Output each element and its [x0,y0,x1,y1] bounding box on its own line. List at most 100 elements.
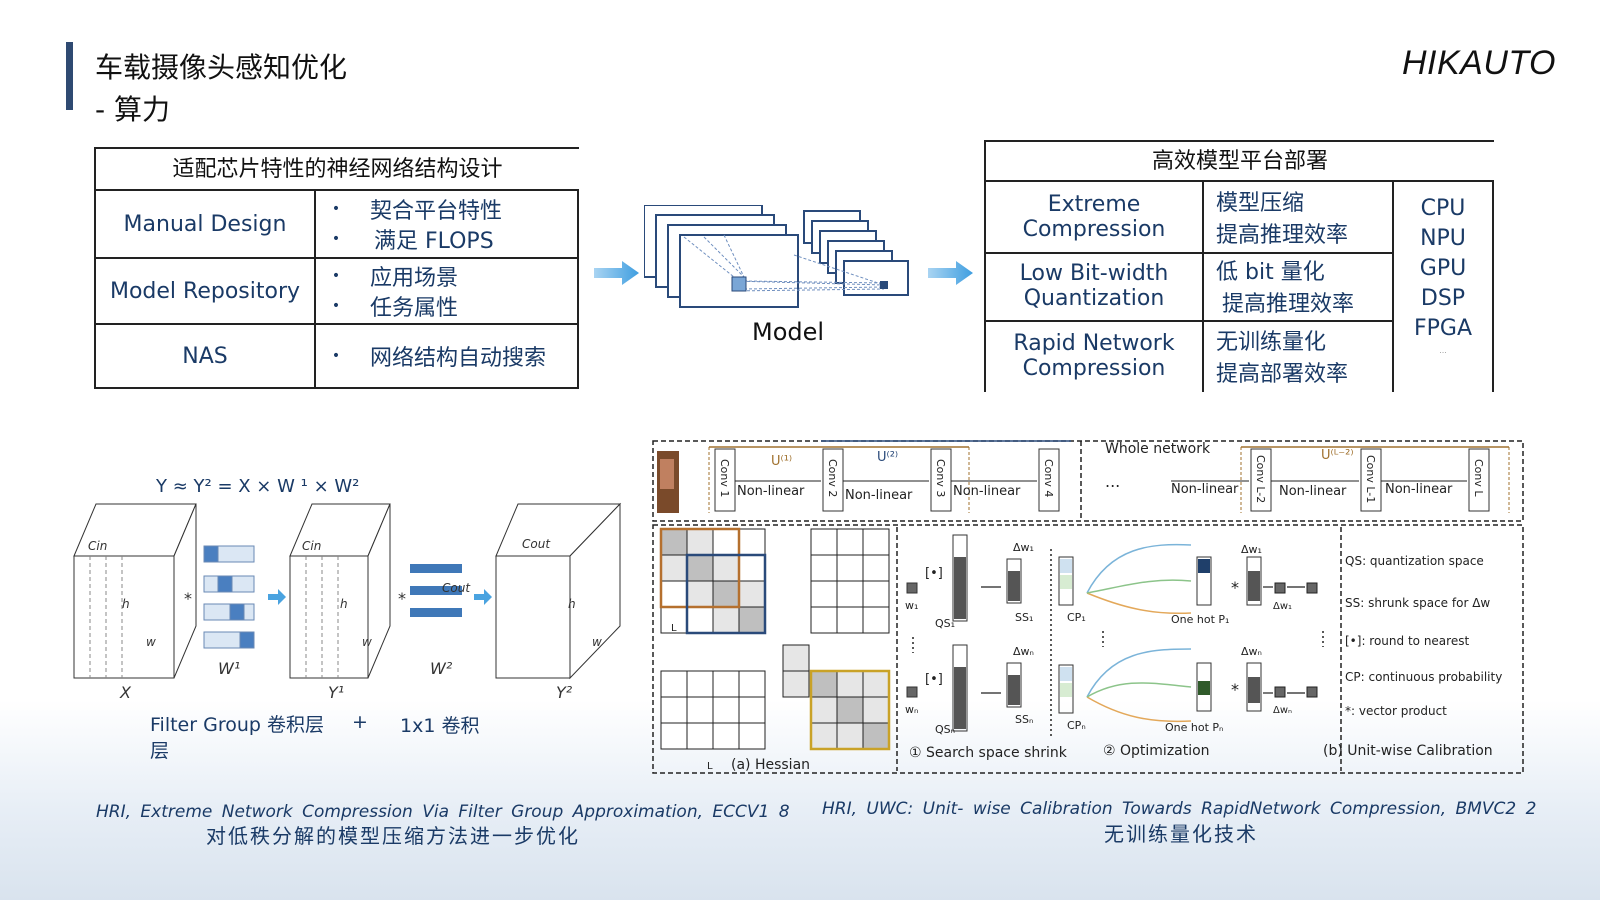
dwn-label: Δwₙ [1013,645,1034,658]
hessian-cell [836,528,864,556]
hessian-cell [836,554,864,582]
design-table-header: 适配芯片特性的神经网络结构设计 [94,147,579,189]
row-divider [986,320,1394,322]
vector-product-symbol: * [1231,578,1239,597]
method-desc: 模型压缩提高推理效率 [1204,182,1394,252]
legend-item: QS: quantization space [1345,554,1484,568]
bullet-icon: • [331,201,341,217]
hessian-cell [686,528,714,556]
h-label: h [122,597,130,611]
filter-group-caption: Filter Group 卷积层 [150,714,324,736]
hessian-cell [712,670,740,698]
bullet-icon: • [331,298,341,314]
hessian-cell [712,696,740,724]
round-symbol: [•] [925,566,943,581]
ss1-label: SS₁ [1015,611,1033,624]
u2-label: U⁽²⁾ [877,450,898,465]
hessian-grid [659,527,891,751]
hessian-cell [836,696,864,724]
hessian-cell [836,580,864,608]
conv-label: Conv L-1 [1364,455,1377,503]
panel-b2-label: ② Optimization [1103,743,1210,759]
hessian-cell [738,554,766,582]
hessian-cell [810,528,838,556]
nonlinear-label: Non-linear [737,484,805,499]
hessian-block-outline [809,669,891,751]
bullet-icon: • [331,348,341,364]
row-name: Model Repository [96,259,316,323]
design-row-manual: Manual Design •契合平台特性 •满足 FLOPS [94,189,579,257]
cin-label: Cin [88,539,107,553]
filter-group-caption-wrap: 层 [150,740,170,762]
cp1-label: CP₁ [1067,611,1086,624]
subtitle-right: 无训练量化技术 [1104,822,1258,846]
uwc-figure: U⁽¹⁾ U⁽²⁾ U⁽ᴸ⁻²⁾ Whole network ... Conv … [652,440,1524,774]
hessian-cell [862,606,890,634]
hessian-cell [836,670,864,698]
qs1-label: QS₁ [935,617,955,630]
nonlinear-label: Non-linear [1279,484,1347,499]
w-label: w [592,635,602,649]
w-label: w [146,635,156,649]
title-accent-bar [66,42,73,110]
hardware-item: DSP [1420,286,1466,311]
deployment-table-header: 高效模型平台部署 [984,140,1494,180]
hessian-cell [810,670,838,698]
nonlinear-label: Non-linear [1385,482,1453,497]
design-row-nas: NAS •网络结构自动搜索 [94,323,579,389]
model-network-graphic [644,205,909,308]
onehot1-label: One hot P₁ [1171,613,1229,626]
design-row-repository: Model Repository •应用场景 •任务属性 [94,257,579,323]
bullet-item: •网络结构自动搜索 [316,341,577,371]
legend-item: [•]: round to nearest [1345,634,1469,648]
dw1-label: Δw₁ [1273,601,1292,612]
method-desc: 无训练量化提高部署效率 [1204,320,1394,392]
dwn-label: Δwₙ [1273,705,1292,716]
hessian-cell [660,528,688,556]
ul2-label: U⁽ᴸ⁻²⁾ [1321,448,1354,463]
bullet-icon: • [331,231,341,247]
method-desc: 低 bit 量化提高推理效率 [1204,252,1394,320]
cin-label: Cin [302,539,321,553]
w-label: w [362,635,372,649]
hardware-item: FPGA [1413,316,1473,341]
conv1x1-caption: 1x1 卷积 [400,715,480,737]
bullet-item: •契合平台特性 [316,194,577,224]
hessian-cell [686,606,714,634]
hessian-cell [862,696,890,724]
hessian-cell [686,670,714,698]
row-name: NAS [96,325,316,387]
hessian-cell [782,644,810,672]
hessian-cell [836,722,864,750]
hessian-cell [836,606,864,634]
hessian-cell [810,554,838,582]
filter-group-figure: Cin Cin Cout Cout h h h w w w X Y¹ Y² W¹… [73,502,622,702]
dw1-label: Δw₁ [1013,541,1034,554]
hessian-cell [660,722,688,750]
hardware-item: NPU [1420,226,1466,251]
hessian-cell [810,722,838,750]
cout-label: Cout [522,537,551,551]
hessian-cell [660,580,688,608]
conv-label: Conv L [1472,459,1485,497]
ellipsis: ... [1105,472,1120,491]
design-table: 适配芯片特性的神经网络结构设计 Manual Design •契合平台特性 •满… [94,147,579,389]
conv-label: Conv 2 [826,459,839,497]
h-label: h [568,597,576,611]
arrow-right-icon [928,261,973,285]
legend-item: SS: shrunk space for Δw [1345,596,1490,610]
hessian-cell [712,580,740,608]
hardware-item: CPU [1420,196,1466,221]
decomposition-equation: Y ≈ Y² = X × W ¹ × W² [156,476,360,497]
hardware-list: CPU NPU GPU DSP FPGA ... [1394,182,1492,404]
x-label: X [119,683,132,702]
panel-b-label: (b) Unit-wise Calibration [1323,743,1493,759]
hessian-cell [712,554,740,582]
conv-label: Conv 3 [934,459,947,497]
background-gradient [0,700,1600,900]
ssn-label: SSₙ [1015,713,1033,726]
y2-label: Y² [556,683,573,702]
